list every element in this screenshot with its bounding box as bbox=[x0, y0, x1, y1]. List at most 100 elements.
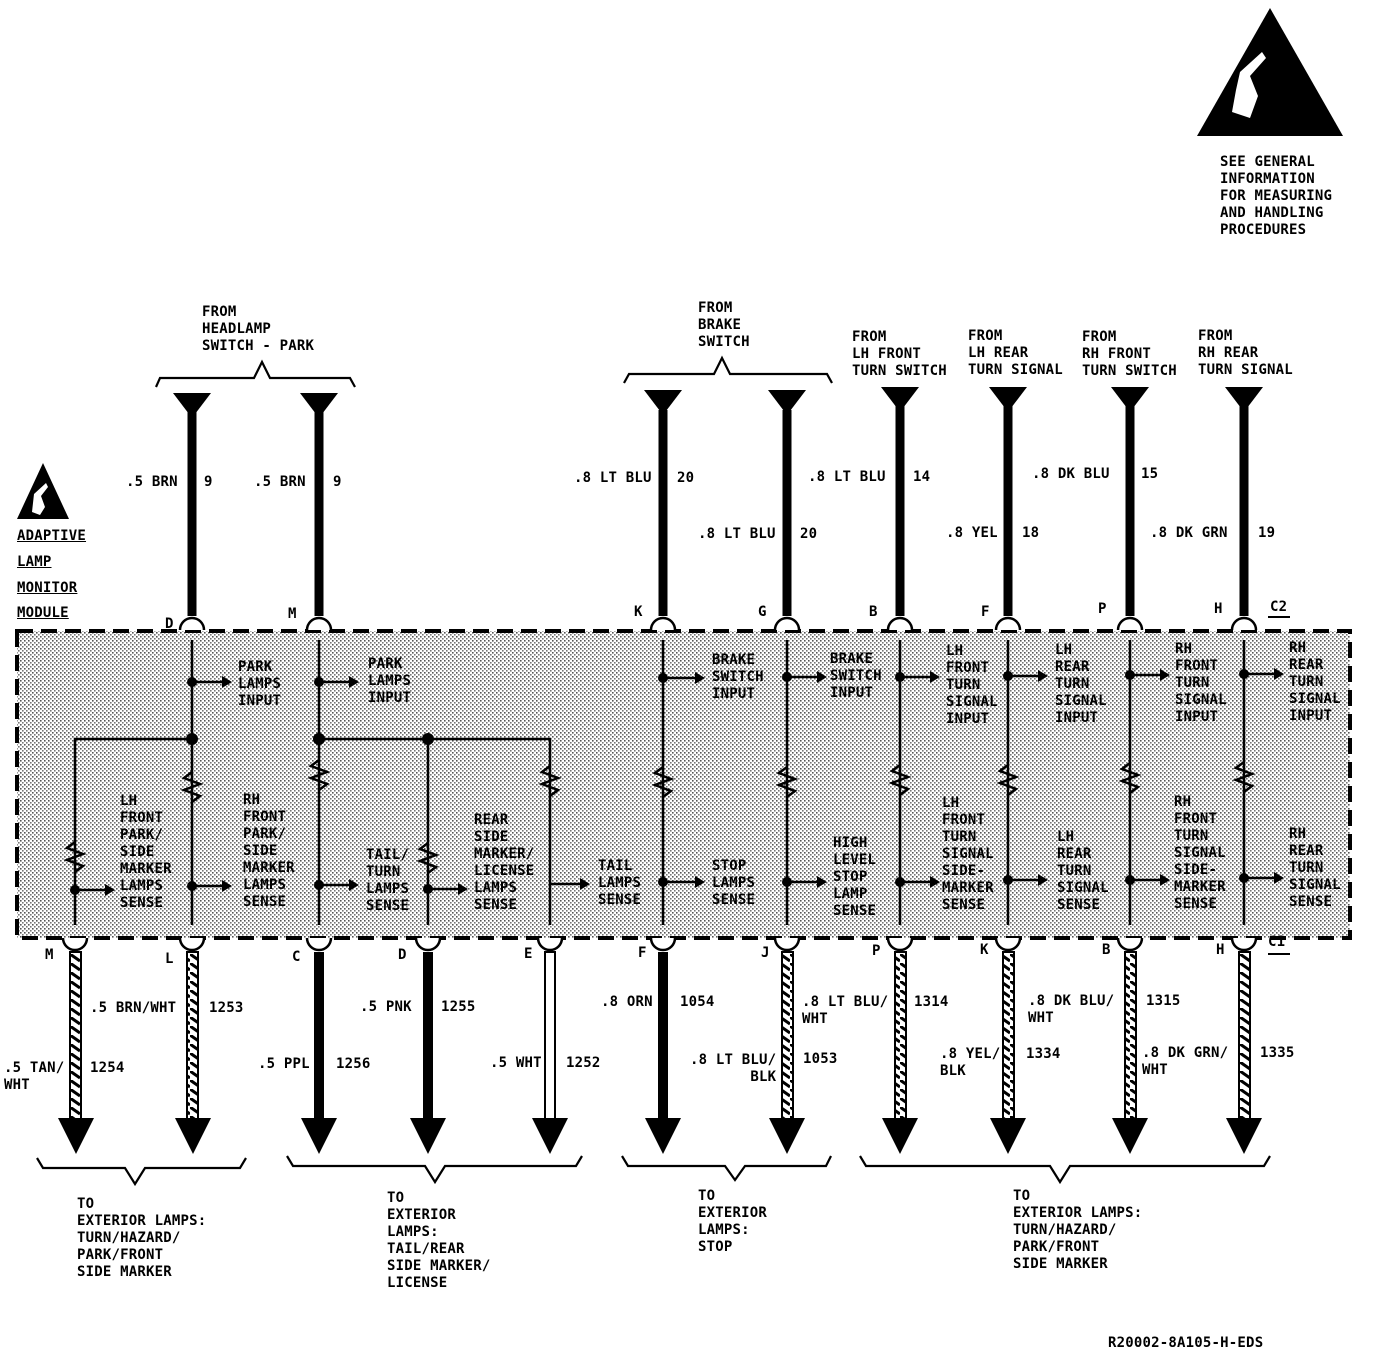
source-arrow bbox=[300, 393, 338, 418]
sense-label: LH FRONT PARK/ SIDE MARKER LAMPS SENSE bbox=[120, 793, 172, 911]
wire-circuit: 18 bbox=[1022, 525, 1040, 541]
wire-circuit: 1315 bbox=[1146, 993, 1181, 1009]
wire-circuit: 14 bbox=[913, 469, 931, 485]
dest-arrow bbox=[882, 1118, 918, 1154]
input-label: BRAKE SWITCH INPUT bbox=[830, 651, 882, 701]
wire-circuit: 9 bbox=[204, 474, 213, 490]
pin-label: H bbox=[1214, 601, 1223, 617]
wire-color: .8 ORN bbox=[601, 994, 653, 1010]
sense-label: RH REAR TURN SIGNAL SENSE bbox=[1289, 826, 1341, 910]
pin-label: P bbox=[1098, 601, 1107, 617]
esd-warning-icon bbox=[17, 463, 69, 519]
wire-circuit: 1254 bbox=[90, 1060, 125, 1076]
wire-circuit: 1255 bbox=[441, 999, 476, 1015]
source-arrow bbox=[768, 390, 806, 415]
wire-color: .5 BRN/WHT bbox=[90, 1000, 177, 1016]
dest-arrow bbox=[769, 1118, 805, 1154]
esd-note: SEE GENERAL INFORMATION FOR MEASURING AN… bbox=[1220, 154, 1333, 238]
pin-label: K bbox=[634, 604, 643, 620]
source-headlamp-switch: FROM HEADLAMP SWITCH - PARK bbox=[202, 304, 315, 354]
pin-label: H bbox=[1216, 942, 1225, 958]
wire-color: .8 YEL/ BLK bbox=[940, 1046, 1001, 1079]
pin-label: F bbox=[981, 604, 990, 620]
dest-brace bbox=[286, 1155, 583, 1185]
wire-circuit: 1252 bbox=[566, 1055, 601, 1071]
pin-label: B bbox=[869, 604, 878, 620]
connector-c1-label: C1 bbox=[1268, 934, 1286, 950]
pin-label: D bbox=[398, 947, 407, 963]
pin-label: B bbox=[1102, 942, 1111, 958]
dest-brace bbox=[859, 1155, 1271, 1185]
pin-label: J bbox=[761, 945, 770, 961]
source-brace bbox=[623, 355, 833, 384]
wire-color: .8 DK BLU/ WHT bbox=[1028, 993, 1115, 1026]
dest-arrow bbox=[1226, 1118, 1262, 1154]
source-brace bbox=[154, 359, 356, 388]
pin-label: K bbox=[980, 942, 989, 958]
pin-label: E bbox=[524, 946, 533, 962]
dest-turn-right: TO EXTERIOR LAMPS: TURN/HAZARD/ PARK/FRO… bbox=[1013, 1188, 1143, 1272]
wire-circuit: 15 bbox=[1141, 466, 1159, 482]
wire-color: .8 LT BLU bbox=[808, 469, 886, 485]
dest-arrow bbox=[301, 1118, 337, 1154]
source-arrow bbox=[173, 393, 211, 418]
source-arrow bbox=[881, 387, 919, 412]
wire-circuit: 1053 bbox=[803, 1051, 838, 1067]
input-label: RH REAR TURN SIGNAL INPUT bbox=[1289, 640, 1341, 724]
wire-color: .8 LT BLU bbox=[574, 470, 652, 486]
wire-color: .5 BRN bbox=[126, 474, 178, 490]
wire-color: .8 DK GRN bbox=[1150, 525, 1228, 541]
sense-label: HIGH LEVEL STOP LAMP SENSE bbox=[833, 835, 877, 919]
wire-color: .5 WHT bbox=[490, 1055, 542, 1071]
source-arrow bbox=[1225, 387, 1263, 412]
dest-brace bbox=[621, 1155, 832, 1182]
source-rh-rear-turn: FROM RH REAR TURN SIGNAL bbox=[1198, 328, 1293, 378]
wire-color: .8 LT BLU/ BLK bbox=[690, 1052, 777, 1085]
wire-color: .5 PPL bbox=[258, 1056, 310, 1072]
input-label: BRAKE SWITCH INPUT bbox=[712, 652, 764, 702]
sense-label: REAR SIDE MARKER/ LICENSE LAMPS SENSE bbox=[474, 812, 535, 913]
source-lh-rear-turn: FROM LH REAR TURN SIGNAL bbox=[968, 328, 1063, 378]
dest-arrow bbox=[1112, 1118, 1148, 1154]
wire-circuit: 1253 bbox=[209, 1000, 244, 1016]
input-label: PARK LAMPS INPUT bbox=[238, 659, 282, 709]
wire-circuit: 9 bbox=[333, 474, 342, 490]
dest-arrow bbox=[990, 1118, 1026, 1154]
pin-label: M bbox=[288, 606, 297, 622]
module-name-line: LAMP bbox=[17, 554, 52, 570]
module-name-line: MODULE bbox=[17, 605, 69, 621]
source-arrow bbox=[1111, 387, 1149, 412]
input-label: LH FRONT TURN SIGNAL INPUT bbox=[946, 643, 998, 727]
source-arrow bbox=[989, 387, 1027, 412]
figure-id: R20002-8A105-H-EDS bbox=[1108, 1335, 1264, 1351]
wire-color: .5 BRN bbox=[254, 474, 306, 490]
wire-color: .8 DK GRN/ WHT bbox=[1142, 1045, 1229, 1078]
sense-label: TAIL LAMPS SENSE bbox=[598, 858, 642, 908]
module-name-line: MONITOR bbox=[17, 580, 78, 596]
sense-label: TAIL/ TURN LAMPS SENSE bbox=[366, 847, 410, 914]
pin-label: F bbox=[638, 945, 647, 961]
wire-circuit: 1314 bbox=[914, 994, 949, 1010]
module-name-line: ADAPTIVE bbox=[17, 528, 87, 544]
pin-label: D bbox=[165, 616, 174, 632]
pin-label: L bbox=[165, 951, 174, 967]
wire-color: .5 TAN/ WHT bbox=[4, 1060, 65, 1093]
wire-color: .8 LT BLU/ WHT bbox=[802, 994, 889, 1027]
esd-warning-icon bbox=[1197, 8, 1343, 136]
input-label: RH FRONT TURN SIGNAL INPUT bbox=[1175, 641, 1227, 725]
source-arrow bbox=[644, 390, 682, 415]
source-lh-front-turn: FROM LH FRONT TURN SWITCH bbox=[852, 329, 947, 379]
dest-front-left: TO EXTERIOR LAMPS: TURN/HAZARD/ PARK/FRO… bbox=[77, 1196, 207, 1280]
connector-c2-label: C2 bbox=[1270, 599, 1288, 615]
pin-label: G bbox=[758, 604, 767, 620]
source-brake-switch: FROM BRAKE SWITCH bbox=[698, 300, 750, 350]
pin-label: P bbox=[872, 943, 881, 959]
sense-label: STOP LAMPS SENSE bbox=[712, 858, 756, 908]
sense-label: LH FRONT TURN SIGNAL SIDE- MARKER SENSE bbox=[942, 795, 994, 913]
dest-arrow bbox=[175, 1118, 211, 1154]
wire-circuit: 1335 bbox=[1260, 1045, 1295, 1061]
dest-arrow bbox=[58, 1118, 94, 1154]
wire-color: .8 LT BLU bbox=[698, 526, 776, 542]
pin-label: C bbox=[292, 949, 301, 965]
